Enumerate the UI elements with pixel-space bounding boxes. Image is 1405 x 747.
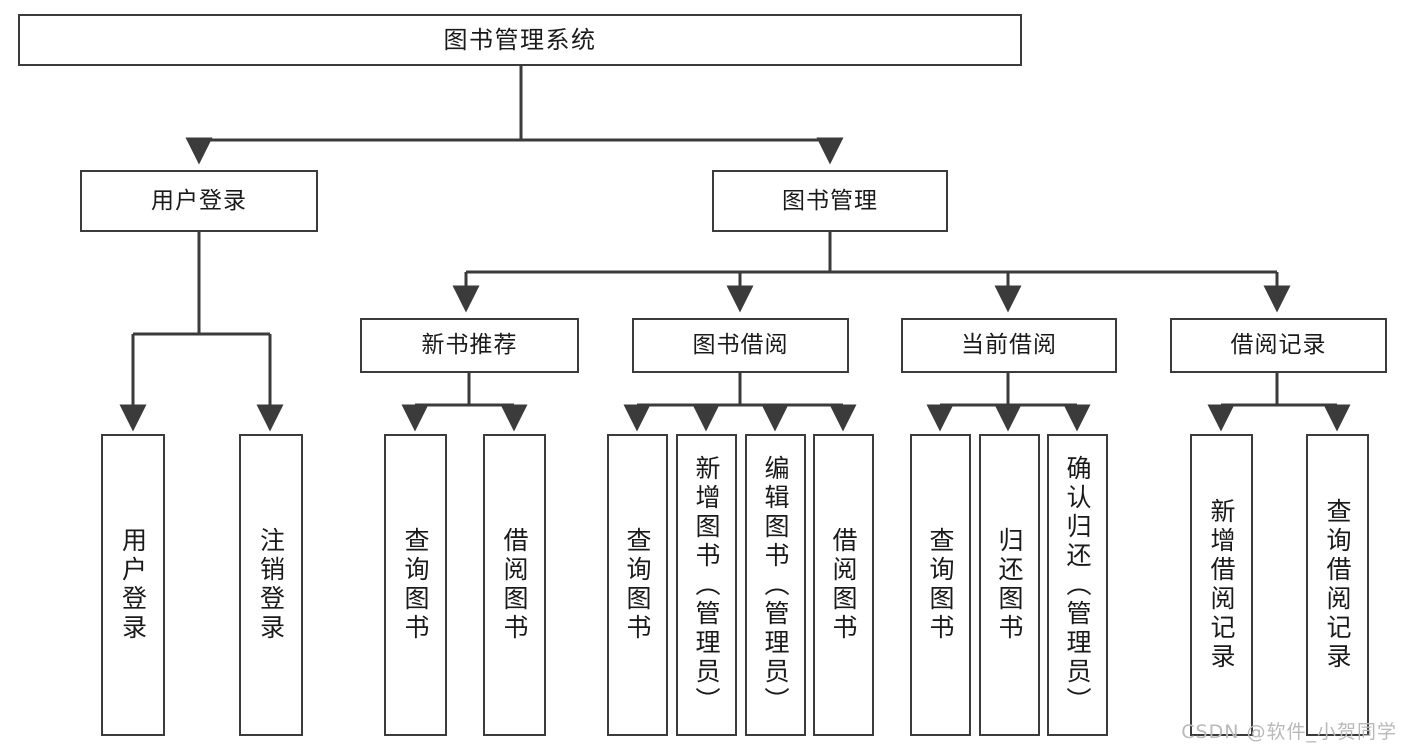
node-book-borrow[interactable]: 图书借阅: [632, 318, 849, 373]
node-leaf-return-book-label: 归还图书: [995, 527, 1024, 643]
node-new-book-rec[interactable]: 新书推荐: [360, 318, 579, 373]
node-new-book-rec-label: 新书推荐: [421, 332, 518, 359]
node-book-manage[interactable]: 图书管理: [712, 170, 948, 232]
node-leaf-borrow-book-2[interactable]: 借阅图书: [813, 434, 874, 736]
node-leaf-edit-book-label: 编辑图书（管理员）: [761, 454, 790, 716]
node-leaf-query-book-3[interactable]: 查询图书: [910, 434, 971, 736]
node-current-borrow[interactable]: 当前借阅: [901, 318, 1117, 373]
node-leaf-query-book-1-label: 查询图书: [401, 527, 430, 643]
node-root[interactable]: 图书管理系统: [18, 14, 1022, 66]
node-leaf-user-logout-label: 注销登录: [256, 527, 286, 643]
node-leaf-return-book[interactable]: 归还图书: [979, 434, 1040, 736]
node-borrow-record-label: 借阅记录: [1230, 332, 1327, 359]
node-book-manage-label: 图书管理: [782, 187, 878, 214]
node-leaf-query-record-label: 查询借阅记录: [1323, 498, 1352, 672]
node-leaf-add-record[interactable]: 新增借阅记录: [1190, 434, 1253, 736]
node-leaf-borrow-book-1-label: 借阅图书: [500, 527, 529, 643]
node-leaf-borrow-book-2-label: 借阅图书: [829, 527, 858, 643]
node-leaf-edit-book[interactable]: 编辑图书（管理员）: [745, 434, 806, 736]
node-current-borrow-label: 当前借阅: [961, 332, 1057, 359]
node-leaf-query-book-3-label: 查询图书: [926, 527, 955, 643]
node-leaf-confirm-return[interactable]: 确认归还（管理员）: [1047, 434, 1108, 736]
node-leaf-add-book[interactable]: 新增图书（管理员）: [676, 434, 737, 736]
node-leaf-query-book-2-label: 查询图书: [623, 527, 652, 643]
node-user-login-label: 用户登录: [151, 187, 247, 214]
csdn-watermark: CSDN @软件_小贺同学: [1181, 721, 1397, 743]
node-leaf-query-book-1[interactable]: 查询图书: [384, 434, 447, 736]
node-leaf-user-login[interactable]: 用户登录: [101, 434, 165, 736]
node-borrow-record[interactable]: 借阅记录: [1170, 318, 1387, 373]
node-leaf-user-login-label: 用户登录: [118, 527, 148, 643]
node-leaf-user-logout[interactable]: 注销登录: [239, 434, 303, 736]
node-leaf-query-record[interactable]: 查询借阅记录: [1306, 434, 1369, 736]
node-leaf-add-record-label: 新增借阅记录: [1207, 498, 1236, 672]
node-root-label: 图书管理系统: [443, 26, 597, 54]
node-leaf-query-book-2[interactable]: 查询图书: [607, 434, 668, 736]
node-user-login[interactable]: 用户登录: [80, 170, 318, 232]
node-leaf-add-book-label: 新增图书（管理员）: [692, 454, 721, 716]
node-book-borrow-label: 图书借阅: [692, 332, 789, 359]
node-leaf-confirm-return-label: 确认归还（管理员）: [1063, 454, 1092, 716]
node-leaf-borrow-book-1[interactable]: 借阅图书: [483, 434, 546, 736]
